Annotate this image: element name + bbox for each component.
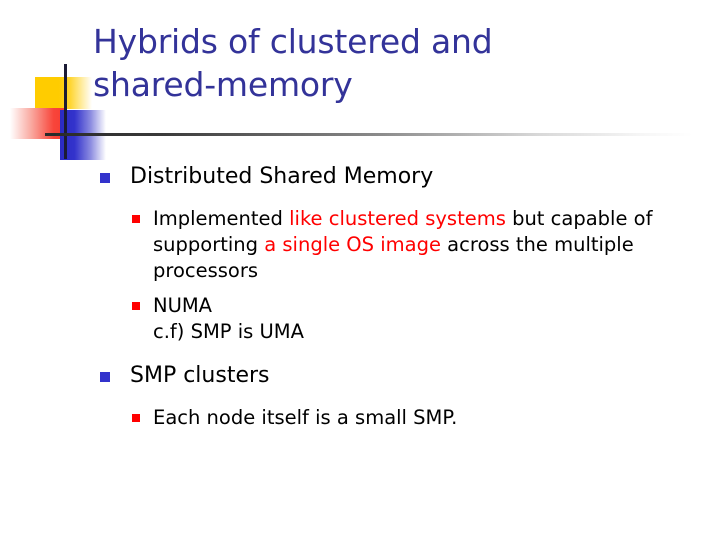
- spacer: [96, 395, 696, 405]
- spacer: [96, 196, 696, 206]
- bullet-text-line-1: NUMA: [153, 294, 213, 317]
- slide-title: Hybrids of clustered and shared-memory: [93, 20, 693, 106]
- bullet-text-line-2: c.f) SMP is UMA: [153, 320, 304, 343]
- bullet-run-plain-3: across the multiple processors: [153, 233, 634, 282]
- square-bullet-icon: [132, 215, 140, 223]
- bullet-level2-numa: NUMA c.f) SMP is UMA: [131, 293, 696, 345]
- bullet-run-highlight-2: a single OS image: [264, 233, 441, 256]
- square-bullet-icon: [132, 302, 140, 310]
- square-bullet-icon: [100, 173, 110, 183]
- logo-red-block: [10, 108, 66, 139]
- slide-title-line-1: Hybrids of clustered and: [93, 22, 493, 61]
- bullet-run-plain-2: but capable of supporting: [153, 207, 653, 256]
- bullet-level1-distributed-shared-memory: Distributed Shared Memory: [96, 162, 696, 192]
- bullet-text: Each node itself is a small SMP.: [153, 406, 458, 429]
- logo-vertical-rule: [64, 64, 67, 159]
- logo-blue-block: [60, 110, 106, 160]
- logo-yellow-block: [35, 77, 92, 109]
- square-bullet-icon: [100, 372, 110, 382]
- spacer: [96, 284, 696, 293]
- slide-body: Distributed Shared Memory Implemented li…: [96, 162, 696, 431]
- bullet-level1-smp-clusters: SMP clusters: [96, 361, 696, 391]
- bullet-text: Distributed Shared Memory: [130, 164, 434, 189]
- bullet-text: SMP clusters: [130, 363, 270, 388]
- spacer: [96, 345, 696, 361]
- slide-title-line-2: shared-memory: [93, 65, 353, 104]
- bullet-level2-each-node: Each node itself is a small SMP.: [131, 405, 696, 431]
- bullet-run-highlight-1: like clustered systems: [289, 207, 506, 230]
- bullet-level2-implemented: Implemented like clustered systems but c…: [131, 206, 696, 284]
- bullet-run-plain-1: Implemented: [153, 207, 290, 230]
- title-horizontal-divider: [45, 133, 693, 136]
- square-bullet-icon: [132, 414, 140, 422]
